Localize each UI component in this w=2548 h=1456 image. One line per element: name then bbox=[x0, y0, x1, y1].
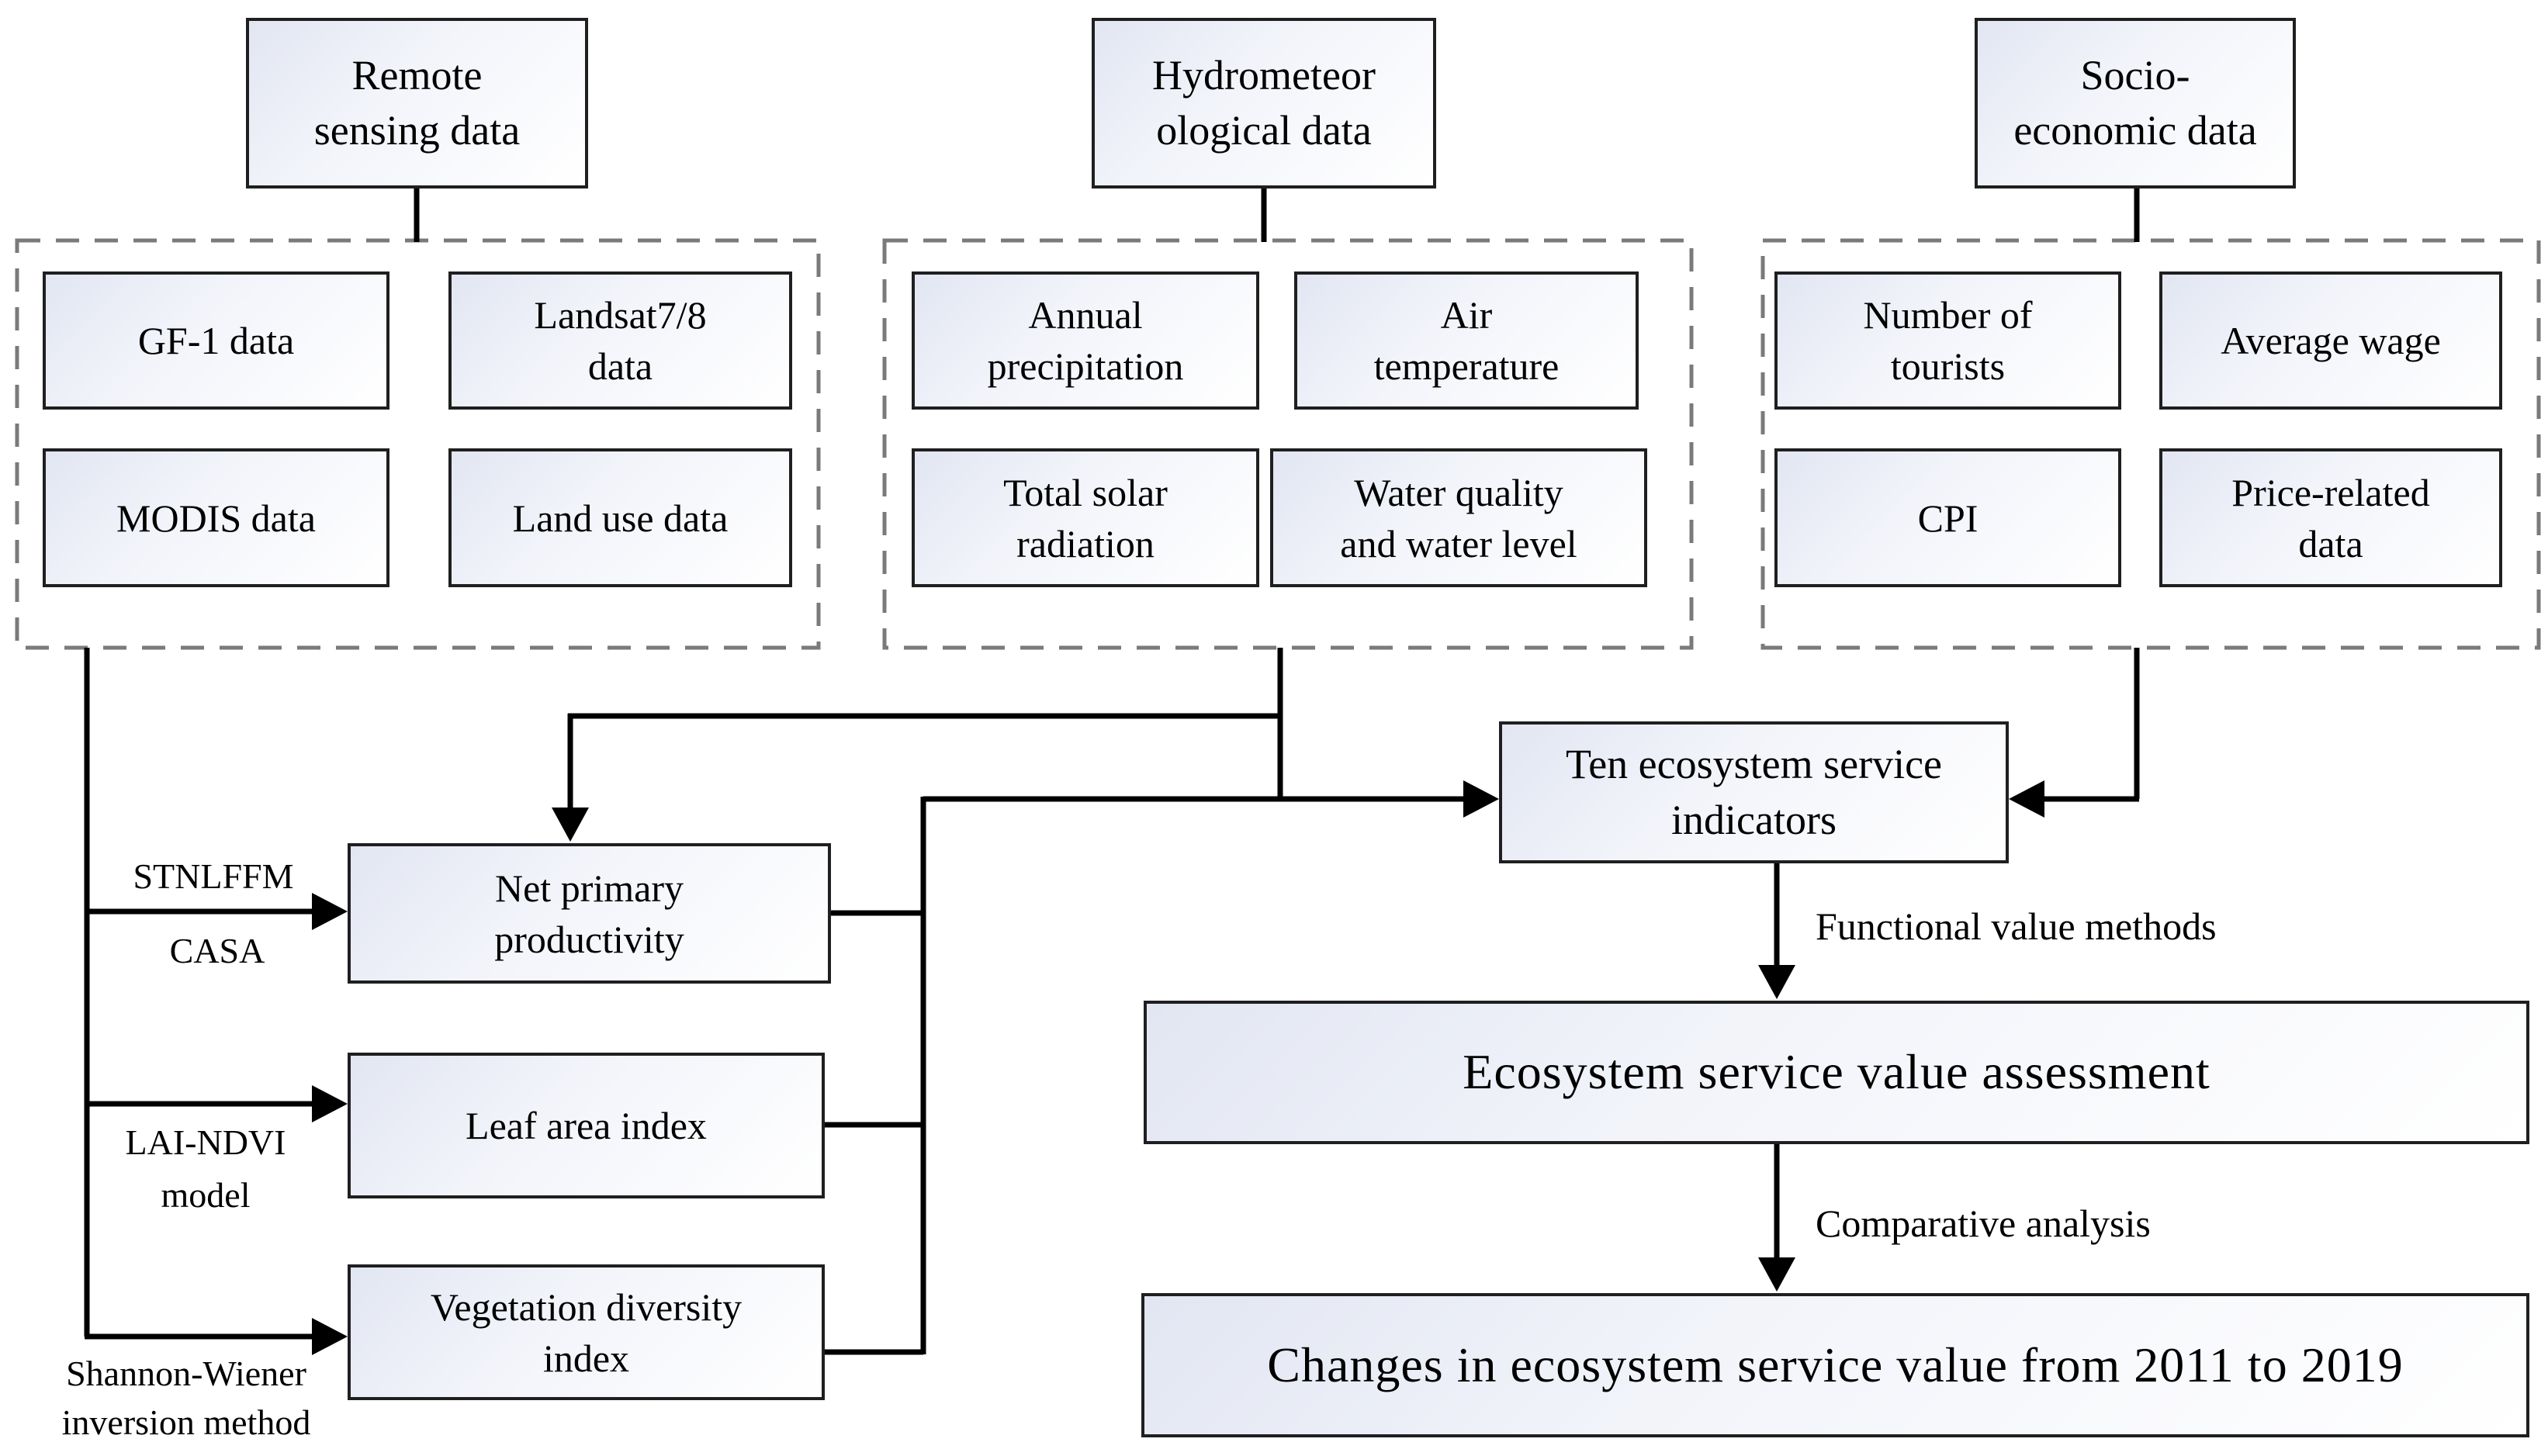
box-vegetation-diversity-index: Vegetation diversity index bbox=[348, 1264, 825, 1400]
box-gf1-data: GF-1 data bbox=[43, 271, 389, 410]
box-landsat-data: Landsat7/8 data bbox=[448, 271, 792, 410]
box-cpi: CPI bbox=[1774, 448, 2121, 587]
box-water-quality-level: Water quality and water level bbox=[1270, 448, 1647, 587]
label-shannon-wiener: Shannon-Wiener bbox=[66, 1354, 306, 1393]
branch-vdi-arrowhead bbox=[312, 1318, 348, 1355]
label-lai-ndvi-model: model bbox=[161, 1175, 251, 1215]
box-ecosystem-service-value-assessment: Ecosystem service value assessment bbox=[1144, 1001, 2529, 1144]
box-average-wage: Average wage bbox=[2159, 271, 2502, 410]
box-annual-precipitation: Annual precipitation bbox=[912, 271, 1259, 410]
header-remote-sensing-data: Remote sensing data bbox=[246, 18, 588, 188]
box-net-primary-productivity: Net primary productivity bbox=[348, 843, 831, 984]
indicators-left-arrowhead bbox=[1463, 780, 1499, 818]
branch-npp-arrowhead bbox=[312, 893, 348, 930]
box-leaf-area-index: Leaf area index bbox=[348, 1053, 825, 1198]
box-air-temperature: Air temperature bbox=[1294, 271, 1639, 410]
assessment-arrowhead bbox=[1758, 965, 1795, 999]
branch-lai-arrowhead bbox=[312, 1085, 348, 1122]
box-modis-data: MODIS data bbox=[43, 448, 389, 587]
label-lai-ndvi: LAI-NDVI bbox=[125, 1122, 286, 1162]
header-hydrometeorological-data: Hydrometeor ological data bbox=[1092, 18, 1436, 188]
label-casa: CASA bbox=[169, 931, 265, 970]
box-number-of-tourists: Number of tourists bbox=[1774, 271, 2121, 410]
box-changes-2011-2019: Changes in ecosystem service value from … bbox=[1141, 1293, 2529, 1437]
npp-drop-arrowhead bbox=[552, 808, 589, 842]
box-ten-ecosystem-service-indicators: Ten ecosystem service indicators bbox=[1499, 721, 2009, 863]
label-inversion-method: inversion method bbox=[61, 1402, 311, 1442]
header-socioeconomic-data: Socio- economic data bbox=[1975, 18, 2296, 188]
label-stnlffm: STNLFFM bbox=[133, 856, 294, 896]
box-total-solar-radiation: Total solar radiation bbox=[912, 448, 1259, 587]
indicators-right-arrowhead bbox=[2009, 780, 2044, 818]
box-price-related-data: Price-related data bbox=[2159, 448, 2502, 587]
changes-arrowhead bbox=[1758, 1257, 1795, 1292]
box-land-use-data: Land use data bbox=[448, 448, 792, 587]
label-functional-value-methods: Functional value methods bbox=[1816, 904, 2217, 948]
hydrometeorological-group-outline bbox=[882, 238, 1694, 650]
socioeconomic-group-outline bbox=[1760, 238, 2541, 650]
label-comparative-analysis: Comparative analysis bbox=[1816, 1202, 2151, 1245]
